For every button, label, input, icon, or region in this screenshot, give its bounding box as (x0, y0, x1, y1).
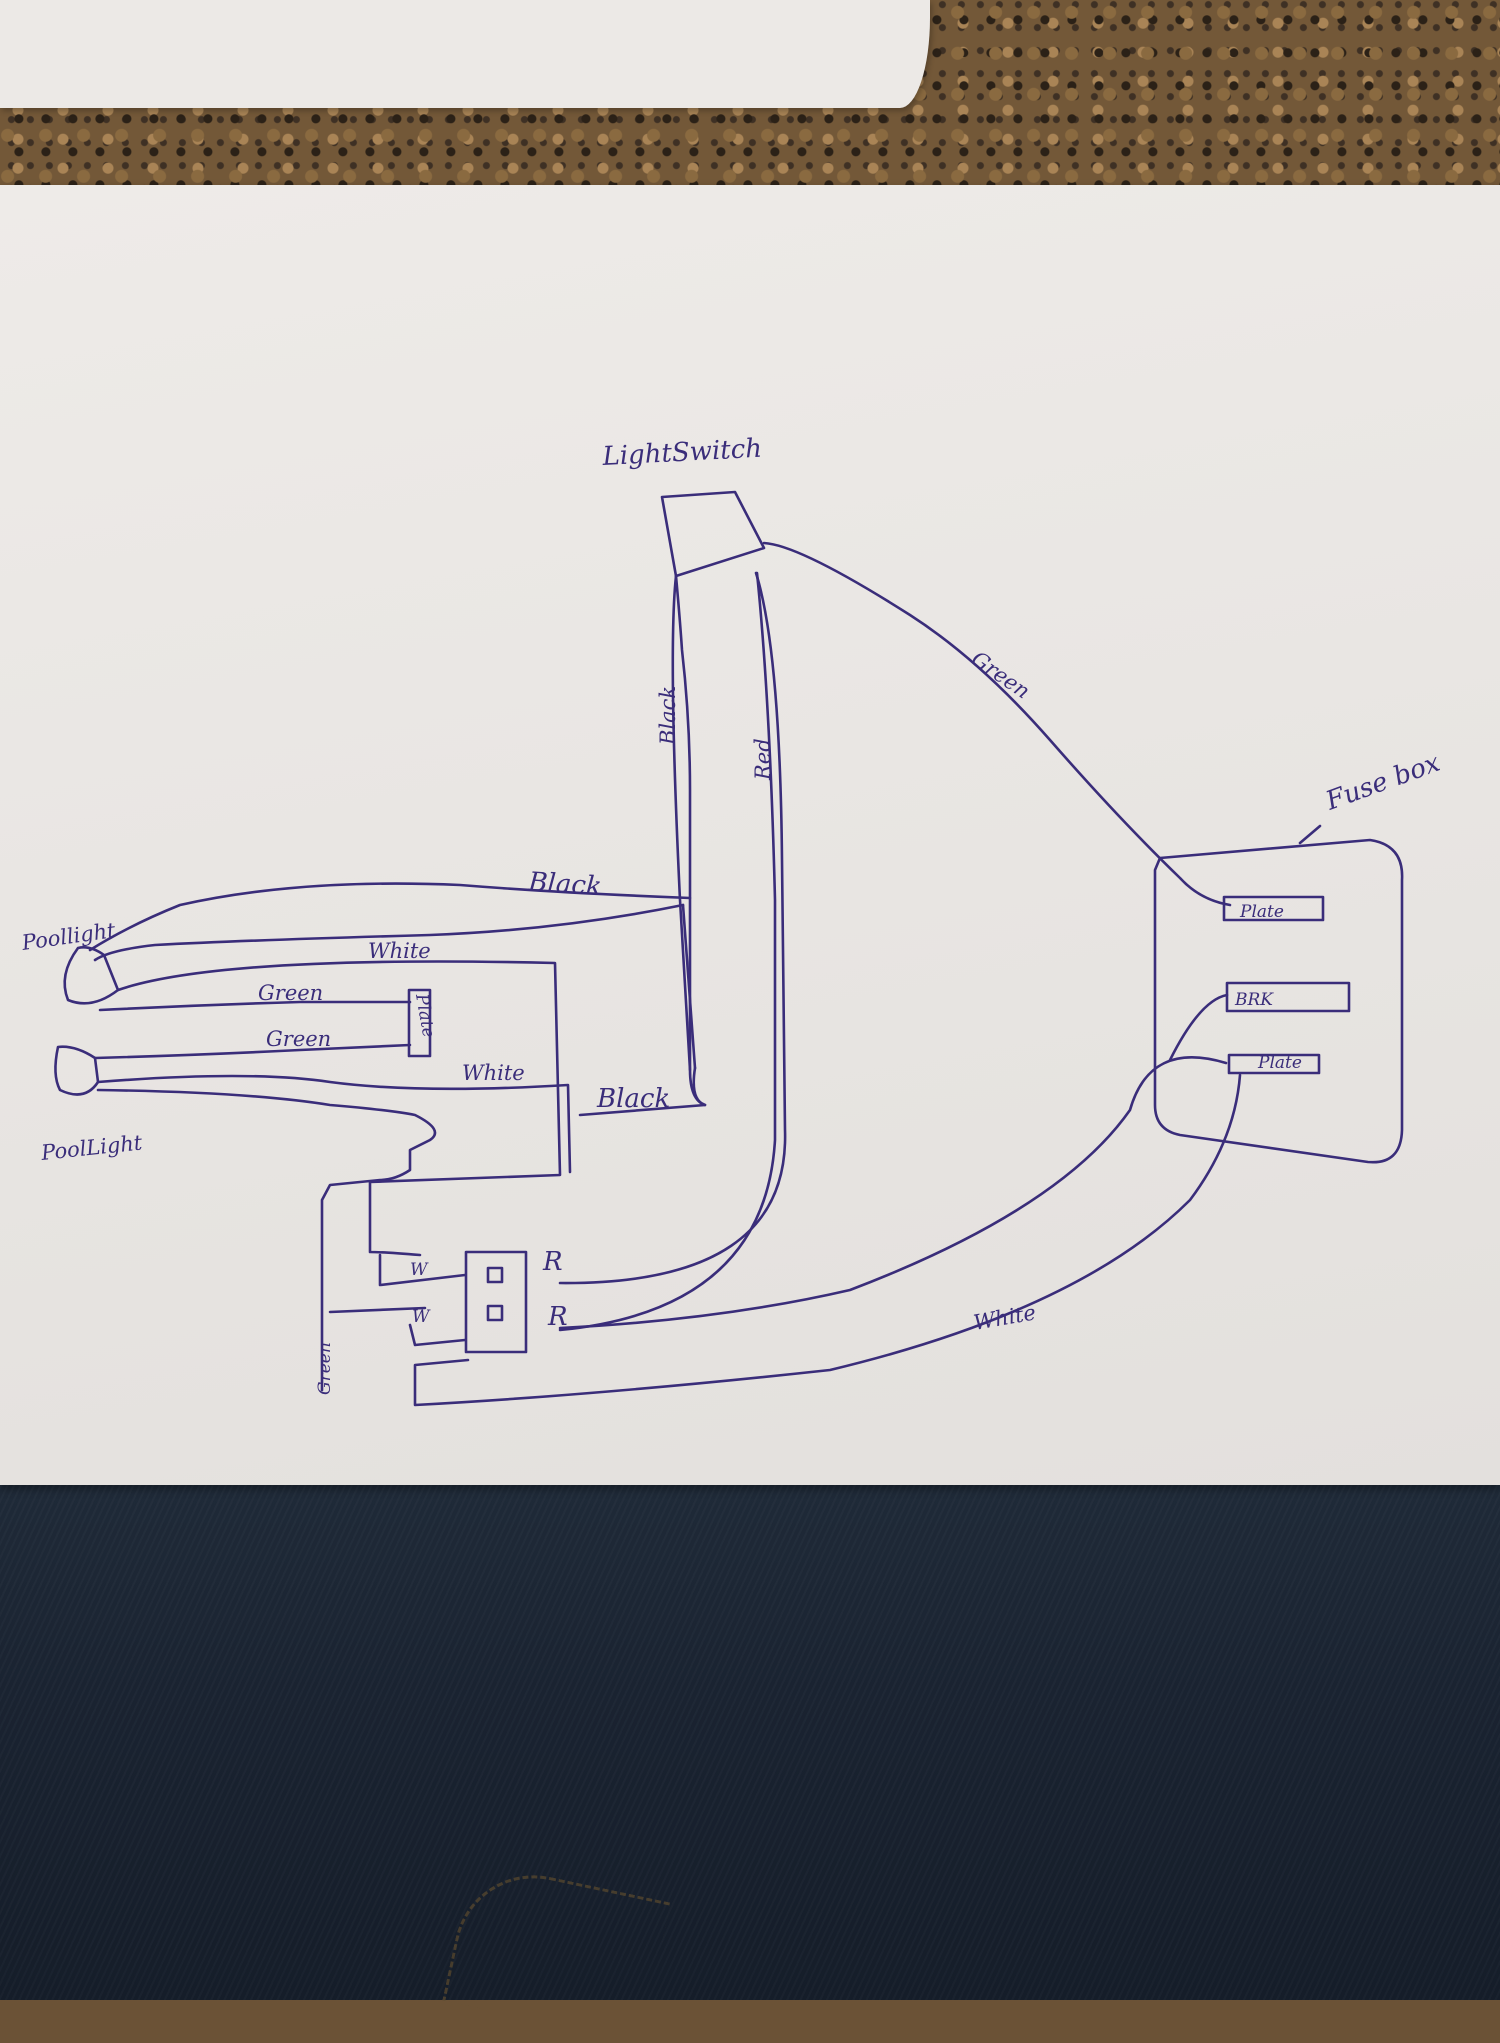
wire-black-to-pool-light-2 (93, 903, 685, 962)
wire-fuse-breaker-lead (1168, 993, 1229, 1062)
wire-label-red-switch: Red (751, 738, 775, 781)
junction-terminal-1 (486, 1266, 504, 1284)
wire-black-switch-inner (671, 574, 692, 1072)
terminal-r-lower: R (547, 1302, 568, 1332)
plate-label-fuse-top: Plate (1239, 902, 1284, 922)
wire-red-switch-inner (558, 571, 777, 1332)
wire-label-green-bottom: Green (266, 1027, 331, 1051)
pool-light-bottom (54, 1045, 100, 1096)
wire-label-black-pool: Black (527, 867, 603, 902)
wire-label-white-bottom: White (462, 1061, 525, 1085)
wire-white-top-light (116, 960, 562, 1257)
wire-white-to-fuse-outer (558, 1056, 1228, 1330)
wire-black-to-pool-light (88, 882, 692, 952)
wire-green-bottom-light (93, 1043, 412, 1060)
wire-green-switch-to-fuse (762, 541, 1232, 907)
wire-green-top-light (98, 1000, 412, 1012)
wire-white-bottom-light (96, 1074, 572, 1174)
wire-green-ground (96, 1088, 437, 1392)
top-paper-sheet (0, 0, 930, 108)
wire-black-down (681, 903, 697, 1070)
wire-green-ground-to-junction (328, 1306, 427, 1314)
fuse-plate-bottom-slot (1227, 1053, 1321, 1075)
wire-label-black-switch: Black (656, 686, 680, 746)
fuse-plate-top-slot (1222, 895, 1325, 922)
wire-w-upper (378, 1253, 467, 1287)
fuse-box (1153, 838, 1404, 1164)
plate-label-fuse-brk: BRK (1234, 990, 1274, 1010)
wire-label-green-ground: Green (315, 1342, 335, 1395)
wire-label-white-fuse: White (972, 1300, 1038, 1335)
wiring-diagram: LightSwitch Fuse box Poollight PoolLight… (19, 434, 1444, 1407)
wire-label-green-switch: Green (967, 646, 1034, 703)
wire-black-junction (578, 1066, 707, 1117)
wire-label-black-junction: Black (596, 1084, 670, 1114)
diagram-paper-sheet (0, 185, 1500, 1485)
terminal-r-upper: R (542, 1247, 563, 1277)
pool-light-top (63, 946, 120, 1005)
wire-red-switch-outer (558, 571, 787, 1285)
pool-light-bottom-label: PoolLight (39, 1130, 144, 1165)
light-switch-box (660, 490, 766, 578)
pool-light-top-label: Poollight (19, 918, 117, 955)
wire-w-lower (408, 1323, 467, 1347)
terminal-w-lower: W (412, 1307, 431, 1327)
jeans-background (0, 1485, 1500, 2000)
light-ground-plate (407, 988, 432, 1058)
terminal-w-upper: W (410, 1260, 429, 1280)
junction-terminal-2 (486, 1304, 504, 1322)
junction-box (464, 1250, 528, 1354)
plate-label-fuse-bottom: Plate (1257, 1053, 1302, 1073)
light-switch-label: LightSwitch (601, 434, 763, 472)
wire-white-to-fuse (413, 1073, 1242, 1407)
fuse-box-label: Fuse box (1321, 748, 1444, 817)
wire-label-green-top: Green (258, 981, 323, 1005)
fuse-box-pointer (1298, 824, 1322, 845)
plate-label-light: Plate (411, 991, 438, 1039)
wire-label-white-top: White (368, 939, 431, 963)
wire-black-switch (674, 574, 707, 1107)
fuse-breaker-slot (1225, 981, 1351, 1013)
